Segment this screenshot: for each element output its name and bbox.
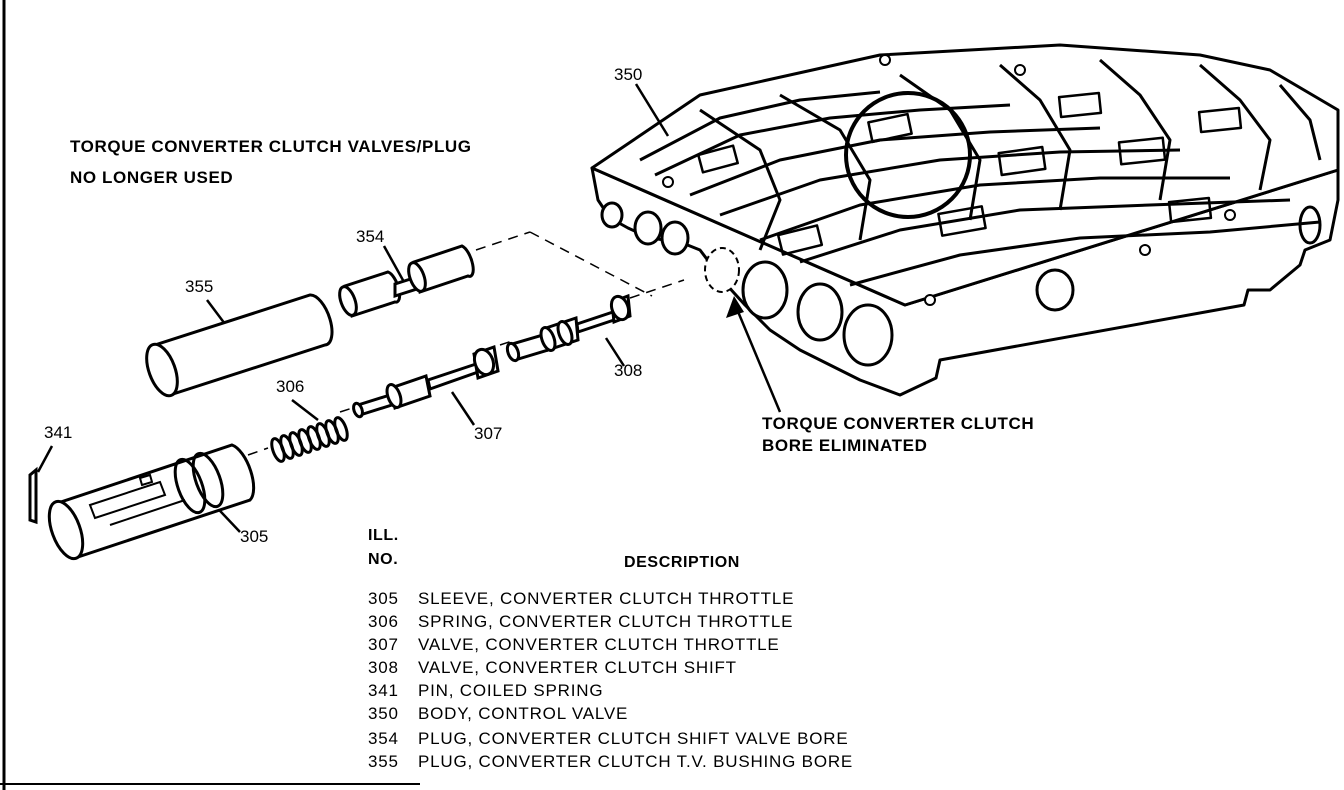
valve-308 — [505, 293, 632, 363]
legend-item-number: 355 — [368, 752, 399, 771]
legend-item-number: 341 — [368, 681, 399, 700]
legend-row: 350 BODY, CONTROL VALVE — [368, 705, 628, 722]
valve-307 — [352, 344, 500, 419]
note-caption-line1: TORQUE CONVERTER CLUTCH VALVES/PLUG — [70, 137, 472, 156]
plug-355 — [145, 293, 334, 398]
note-caption-line2: NO LONGER USED — [70, 168, 234, 187]
legend-item-number: 307 — [368, 635, 399, 654]
legend-item-number: 350 — [368, 704, 399, 723]
legend-item-description: BODY, CONTROL VALVE — [418, 704, 629, 723]
callout-341: 341 — [44, 423, 73, 442]
legend-row: 341 PIN, COILED SPRING — [368, 682, 603, 699]
plug-354 — [338, 244, 475, 318]
legend-header-no: NO. — [368, 551, 399, 568]
sleeve-305 — [47, 443, 256, 561]
legend-item-description: SLEEVE, CONVERTER CLUTCH THROTTLE — [418, 589, 795, 608]
legend-item-description: PIN, COILED SPRING — [418, 681, 604, 700]
bore-caption-line2: BORE ELIMINATED — [762, 436, 928, 455]
pin-341 — [28, 466, 38, 525]
legend-row: 305 SLEEVE, CONVERTER CLUTCH THROTTLE — [368, 590, 794, 607]
callout-306: 306 — [276, 377, 305, 396]
legend-row: 355 PLUG, CONVERTER CLUTCH T.V. BUSHING B… — [368, 753, 853, 770]
legend-row: 306 SPRING, CONVERTER CLUTCH THROTTLE — [368, 613, 793, 630]
bore-arrow-head — [726, 296, 744, 318]
bore-caption-line1: TORQUE CONVERTER CLUTCH — [762, 414, 1035, 433]
callout-354: 354 — [356, 227, 385, 246]
spring-306 — [270, 416, 349, 463]
legend-row: 308 VALVE, CONVERTER CLUTCH SHIFT — [368, 659, 737, 676]
legend-row: 307 VALVE, CONVERTER CLUTCH THROTTLE — [368, 636, 780, 653]
legend-item-description: SPRING, CONVERTER CLUTCH THROTTLE — [418, 612, 794, 631]
callout-305: 305 — [240, 527, 269, 546]
legend-item-description: PLUG, CONVERTER CLUTCH SHIFT VALVE BORE — [418, 729, 849, 748]
callout-350: 350 — [614, 65, 643, 84]
leader-lines — [36, 83, 782, 533]
legend-item-description: VALVE, CONVERTER CLUTCH SHIFT — [418, 658, 737, 677]
control-valve-body — [590, 43, 1340, 397]
legend-item-number: 308 — [368, 658, 399, 677]
legend-header-ill: ILL. — [368, 527, 399, 544]
legend-item-number: 305 — [368, 589, 399, 608]
callout-355: 355 — [185, 277, 214, 296]
legend-item-description: PLUG, CONVERTER CLUTCH T.V. BUSHING BORE — [418, 752, 854, 771]
callout-307: 307 — [474, 424, 503, 443]
legend-row: 354 PLUG, CONVERTER CLUTCH SHIFT VALVE BO… — [368, 730, 848, 747]
legend-item-number: 306 — [368, 612, 399, 631]
legend-item-number: 354 — [368, 729, 399, 748]
callout-308: 308 — [614, 361, 643, 380]
legend-item-description: VALVE, CONVERTER CLUTCH THROTTLE — [418, 635, 780, 654]
legend-header-description: DESCRIPTION — [624, 554, 740, 571]
